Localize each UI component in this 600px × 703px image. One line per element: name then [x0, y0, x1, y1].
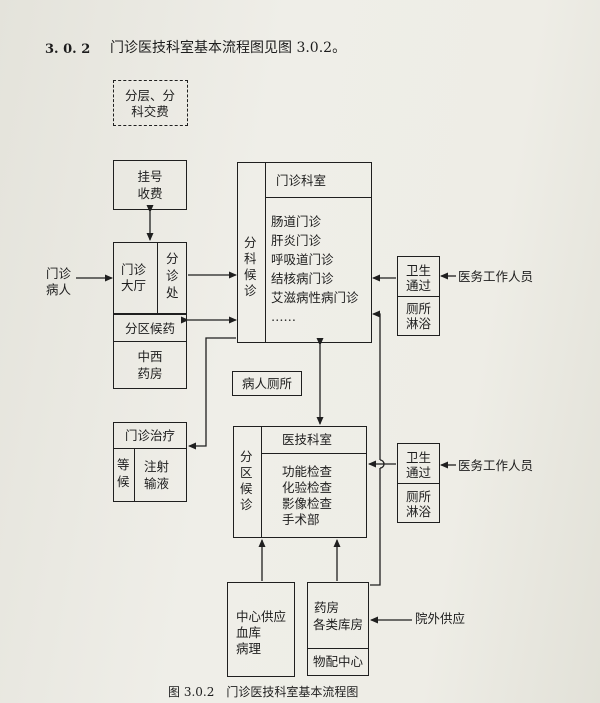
outpatient-divider-v — [265, 163, 266, 342]
medtech-department-box: 分区候诊 医技科室 功能检查 化验检查 影像检查 手术部 — [233, 426, 367, 538]
pharmacy-line1: 中西 — [137, 349, 163, 364]
staff-lower-hygiene-line1: 卫生 — [405, 450, 431, 465]
external-supply-label: 院外供应 — [415, 611, 466, 626]
line-store-up — [370, 468, 381, 586]
outpatient-item: …… — [271, 309, 296, 324]
pharmacy-divider — [114, 341, 186, 342]
staff-upper-label: 医务工作人员 — [458, 269, 534, 284]
outpatient-item: 肝炎门诊 — [271, 233, 322, 248]
lobby-triage: 分诊处 — [166, 251, 179, 300]
arrow-store-to-outpatient — [372, 310, 381, 460]
outpatient-wait-label: 分科候诊 — [244, 235, 257, 298]
payment-note-line1: 分层、分 — [124, 88, 175, 103]
lobby-divider — [157, 243, 158, 313]
registration-line1: 挂号 — [137, 169, 163, 184]
section-number: 3. 0. 2 — [45, 42, 91, 57]
staff-lower-toilet-line2: 淋浴 — [405, 504, 431, 519]
outpatient-divider-h — [265, 197, 371, 198]
staff-lower-label: 医务工作人员 — [458, 458, 534, 473]
treatment-box: 门诊治疗 等候 注射 输液 — [113, 422, 187, 502]
lobby-left-line2: 大厅 — [121, 278, 147, 293]
central-supply-box: 中心供应 血库 病理 — [227, 582, 295, 677]
medtech-divider-v — [261, 427, 262, 537]
pharmacy-store-footer: 物配中心 — [313, 654, 364, 669]
staff-lower-hygiene-line2: 通过 — [405, 465, 431, 480]
treatment-title: 门诊治疗 — [124, 428, 175, 443]
staff-upper-toilet-line2: 淋浴 — [405, 316, 431, 331]
treatment-wait: 等候 — [117, 457, 130, 489]
pharmacy-store-line1: 药房 — [314, 600, 340, 615]
patient-toilet-label: 病人厕所 — [241, 376, 292, 391]
payment-note-box: 分层、分 科交费 — [113, 80, 188, 126]
medtech-title: 医技科室 — [282, 432, 333, 447]
lobby-box: 门诊 大厅 分诊处 — [113, 242, 187, 314]
registration-line2: 收费 — [137, 186, 163, 201]
pharmacy-box: 分区候药 中西 药房 — [113, 314, 187, 389]
outpatient-item: 呼吸道门诊 — [271, 252, 334, 267]
outpatient-title: 门诊科室 — [276, 173, 327, 188]
staff-upper-divider — [398, 296, 439, 297]
treatment-right-line1: 注射 — [144, 459, 170, 474]
pharmacy-line2: 药房 — [137, 366, 163, 381]
outpatient-item: 结核病门诊 — [271, 271, 334, 286]
staff-upper-box: 卫生 通过 厕所 淋浴 — [397, 256, 440, 336]
central-supply-line3: 病理 — [236, 641, 262, 656]
treatment-divider-v — [134, 448, 135, 501]
treatment-right-line2: 输液 — [144, 476, 170, 491]
section-heading: 门诊医技科室基本流程图见图 3.0.2。 — [110, 40, 347, 56]
payment-note-line2: 科交费 — [131, 104, 169, 119]
central-supply-line2: 血库 — [236, 625, 262, 640]
staff-upper-toilet-line1: 厕所 — [405, 301, 431, 316]
staff-lower-divider — [398, 483, 439, 484]
pharmacy-store-box: 药房 各类库房 物配中心 — [307, 582, 369, 676]
pharmacy-store-line2: 各类库房 — [313, 617, 364, 632]
lobby-left-line1: 门诊 — [121, 262, 147, 277]
figure-caption: 图 3.0.2 门诊医技科室基本流程图 — [168, 685, 359, 699]
outpatient-department-box: 分科候诊 门诊科室 肠道门诊 肝炎门诊 呼吸道门诊 结核病门诊 艾滋病性病门诊 … — [237, 162, 372, 343]
medtech-item: 功能检查 — [282, 464, 333, 479]
treatment-divider-h — [114, 448, 186, 449]
medtech-item: 化验检查 — [282, 480, 333, 495]
staff-lower-box: 卫生 通过 厕所 淋浴 — [397, 443, 440, 523]
medtech-item: 影像检查 — [282, 496, 333, 511]
medtech-item: 手术部 — [282, 512, 320, 527]
outpatient-item: 艾滋病性病门诊 — [271, 290, 359, 305]
arrow-outpatient-to-treatment — [188, 337, 236, 450]
pharmacy-store-divider — [308, 648, 368, 649]
patient-in-line1: 门诊 — [46, 266, 72, 281]
medtech-divider-h — [261, 453, 366, 454]
staff-upper-hygiene-line2: 通过 — [405, 278, 431, 293]
staff-lower-toilet-line1: 厕所 — [405, 489, 431, 504]
pharmacy-title: 分区候药 — [124, 321, 175, 336]
medtech-wait-label: 分区候诊 — [240, 449, 253, 512]
outpatient-item: 肠道门诊 — [271, 214, 322, 229]
central-supply-line1: 中心供应 — [236, 609, 287, 624]
patient-in-line2: 病人 — [46, 282, 72, 297]
staff-upper-hygiene-line1: 卫生 — [405, 263, 431, 278]
patient-toilet-box: 病人厕所 — [232, 371, 302, 396]
line-crossing-hop — [379, 459, 385, 469]
